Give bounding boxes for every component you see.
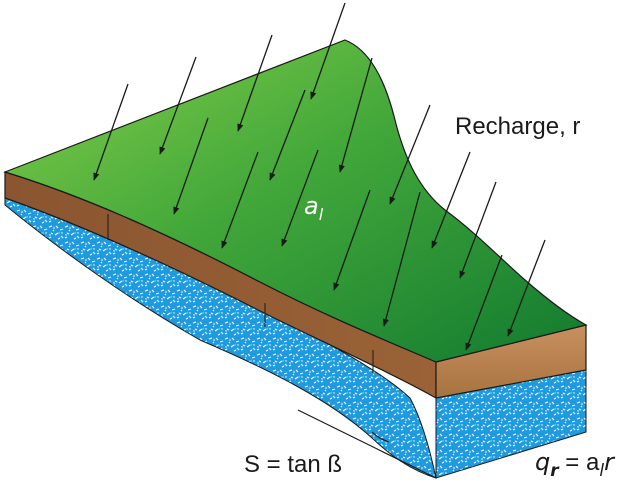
recharge-arrow — [159, 56, 197, 155]
recharge-arrow — [431, 151, 471, 249]
slope-label: S = tan ß — [244, 451, 342, 478]
contributing-area-label: al — [304, 192, 324, 224]
recharge-arrow — [173, 117, 209, 215]
recharge-arrow — [507, 239, 546, 337]
recharge-arrow — [269, 89, 306, 181]
recharge-arrow — [459, 181, 497, 279]
recharge-arrow — [338, 57, 373, 173]
recharge-arrows — [93, 2, 546, 351]
recharge-arrow — [281, 149, 319, 247]
recharge-arrow — [310, 2, 346, 100]
recharge-arrow — [382, 191, 421, 327]
recharge-label: Recharge, r — [455, 113, 580, 140]
recharge-arrow — [237, 34, 273, 132]
land-surface — [3, 39, 588, 363]
recharge-arrow — [333, 189, 371, 291]
soil-segment-lines — [107, 214, 374, 373]
recharge-arrow — [389, 104, 431, 205]
recharge-arrow — [465, 254, 503, 351]
recharge-arrow — [93, 83, 129, 181]
slope-angle-lines — [297, 409, 437, 479]
recharge-arrow — [221, 151, 259, 249]
flow-equation-label: qr = alr — [535, 448, 616, 481]
